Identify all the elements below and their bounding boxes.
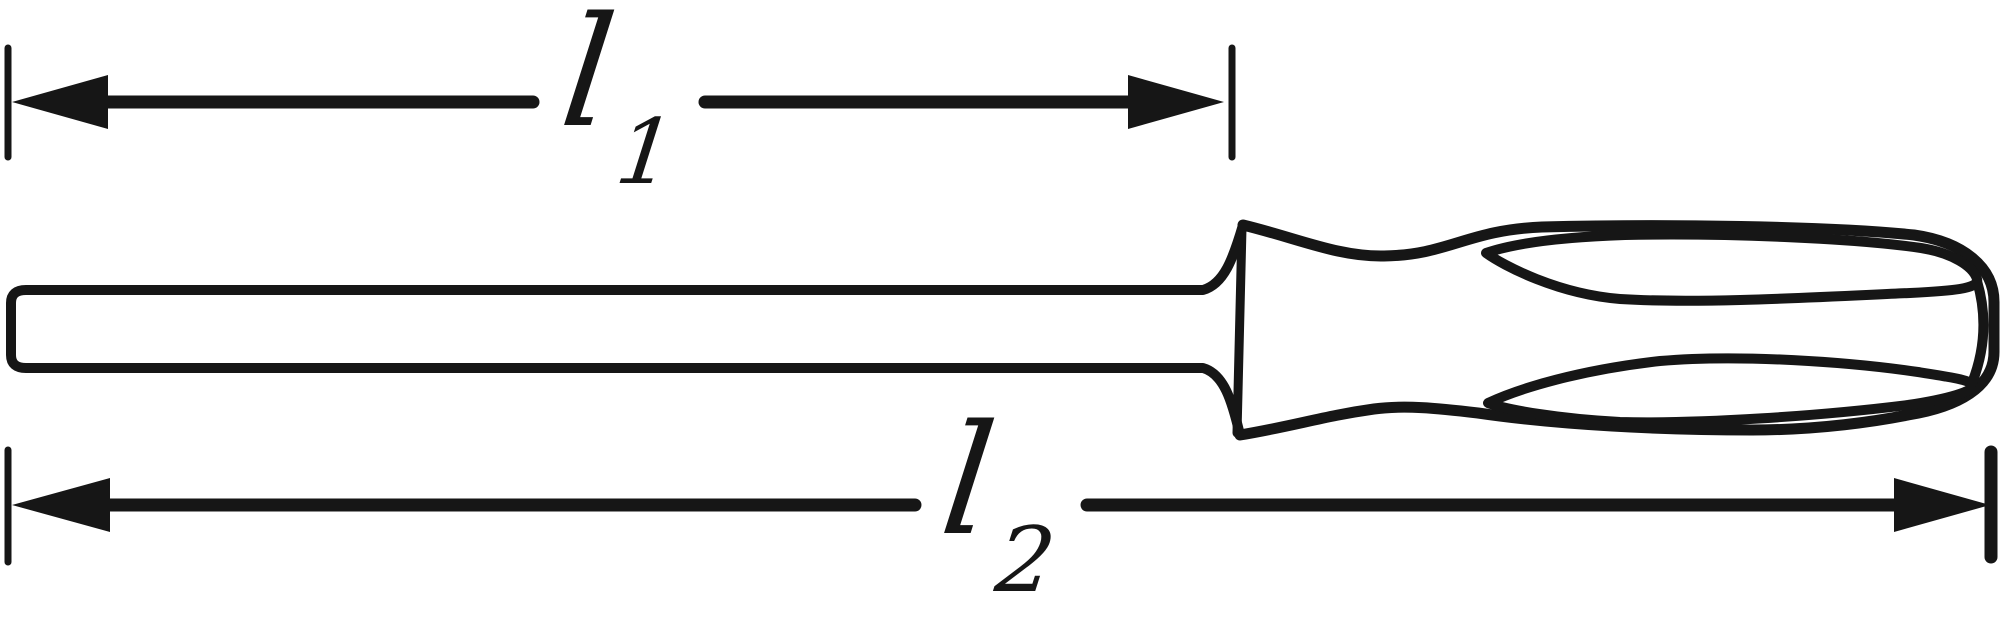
handle-front-edge bbox=[1232, 223, 1247, 438]
dimension-l1 bbox=[4, 44, 1236, 161]
blade-outline bbox=[6, 220, 1248, 440]
screwdriver-body bbox=[6, 219, 2000, 441]
l1-arrowhead-right bbox=[1128, 75, 1224, 129]
l1-subscript: 1 bbox=[610, 100, 681, 205]
l1-arrowhead-left bbox=[12, 75, 108, 129]
dimension-l2 bbox=[4, 445, 1998, 566]
l2-subscript: 2 bbox=[990, 508, 1061, 613]
l2-arrowhead-right bbox=[1894, 478, 1990, 532]
dimension-label-l2: l2 bbox=[933, 392, 1074, 613]
handle-cap-edge bbox=[1967, 276, 1989, 388]
handle-outline bbox=[1234, 219, 2000, 441]
handle-top-grip-recess bbox=[1481, 229, 1982, 306]
dimension-label-l1: l1 bbox=[553, 0, 694, 205]
l2-arrowhead-left bbox=[12, 478, 110, 532]
